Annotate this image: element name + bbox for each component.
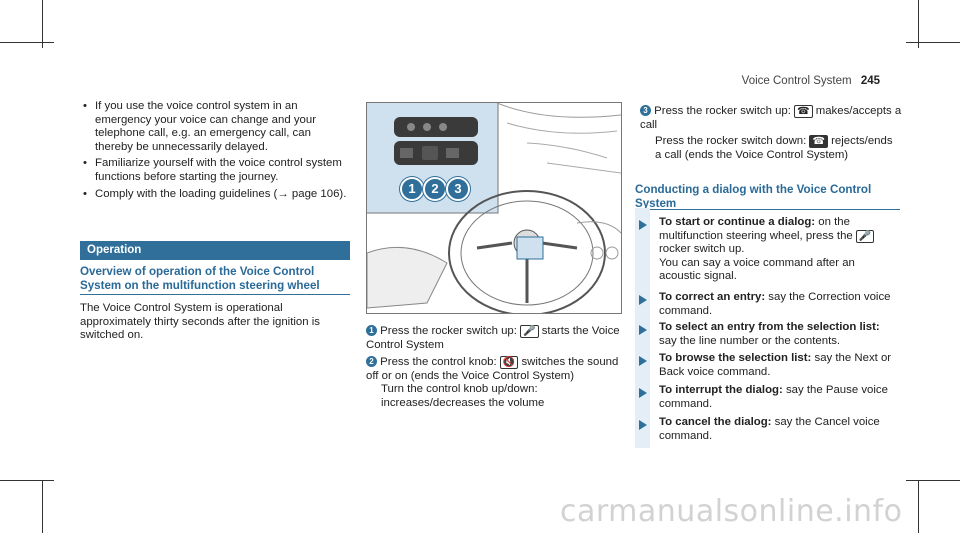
step-arrow-icon bbox=[639, 325, 647, 335]
step-browse-list: To browse the selection list: say the Ne… bbox=[659, 352, 892, 378]
callout-2: 2 bbox=[423, 177, 447, 201]
warning-bullets: If you use the voice control system in a… bbox=[80, 100, 352, 204]
crop-mark bbox=[0, 42, 54, 43]
crop-mark bbox=[42, 480, 43, 533]
step-arrow-icon bbox=[639, 220, 647, 230]
phone-accept-icon: ☎ bbox=[794, 105, 813, 118]
step-arrow-icon bbox=[639, 295, 647, 305]
list-item: Comply with the loading guidelines (→ pa… bbox=[80, 188, 352, 202]
steering-wheel-illustration bbox=[367, 103, 621, 313]
list-item: If you use the voice control system in a… bbox=[80, 100, 352, 154]
figure-item-2: 2 Press the control knob: 🔇 switches the… bbox=[366, 356, 619, 409]
steering-wheel-figure: 1 2 3 bbox=[366, 102, 622, 314]
callout-number: 2 bbox=[366, 356, 377, 367]
running-header: Voice Control System 245 bbox=[742, 75, 880, 87]
voice-icon: 🎤 bbox=[855, 229, 875, 243]
crop-mark bbox=[906, 42, 960, 43]
callout-number: 1 bbox=[366, 325, 377, 336]
callout-number: 3 bbox=[640, 105, 651, 116]
dialog-heading: Conducting a dialog with the Voice Contr… bbox=[635, 183, 872, 210]
page-number: 245 bbox=[860, 75, 880, 87]
list-item: Familiarize yourself with the voice cont… bbox=[80, 157, 352, 184]
callout-1: 1 bbox=[400, 177, 424, 201]
callout-3: 3 bbox=[446, 177, 470, 201]
watermark: carmanualsonline.info bbox=[560, 494, 903, 529]
divider bbox=[635, 209, 900, 210]
step-start-dialog: To start or continue a dialog: on the mu… bbox=[659, 216, 899, 284]
phone-reject-icon: ☎ bbox=[809, 135, 828, 148]
operation-body: The Voice Control System is operational … bbox=[80, 302, 320, 341]
section-title: Voice Control System bbox=[741, 75, 852, 87]
step-correct-entry: To correct an entry: say the Correction … bbox=[659, 291, 891, 317]
divider bbox=[80, 294, 350, 295]
mute-icon: 🔇 bbox=[499, 356, 519, 369]
voice-icon: 🎤 bbox=[520, 325, 539, 338]
step-arrow-icon bbox=[639, 356, 647, 366]
figure-item-3: 3 Press the rocker switch up: ☎ makes/ac… bbox=[640, 105, 902, 161]
operation-heading: Operation bbox=[80, 241, 350, 260]
step-select-entry: To select an entry from the selection li… bbox=[659, 321, 880, 347]
operation-subheading: Overview of operation of the Voice Contr… bbox=[80, 265, 320, 292]
crop-mark bbox=[0, 480, 54, 481]
figure-item-1: 1 Press the rocker switch up: 🎤 starts t… bbox=[366, 325, 620, 351]
crop-mark bbox=[42, 0, 43, 48]
crop-mark bbox=[906, 480, 960, 481]
step-arrow-icon bbox=[639, 420, 647, 430]
crop-mark bbox=[918, 0, 919, 48]
crop-mark bbox=[918, 480, 919, 533]
step-arrow-icon bbox=[639, 388, 647, 398]
step-interrupt-dialog: To interrupt the dialog: say the Pause v… bbox=[659, 384, 888, 410]
step-cancel-dialog: To cancel the dialog: say the Cancel voi… bbox=[659, 416, 880, 442]
